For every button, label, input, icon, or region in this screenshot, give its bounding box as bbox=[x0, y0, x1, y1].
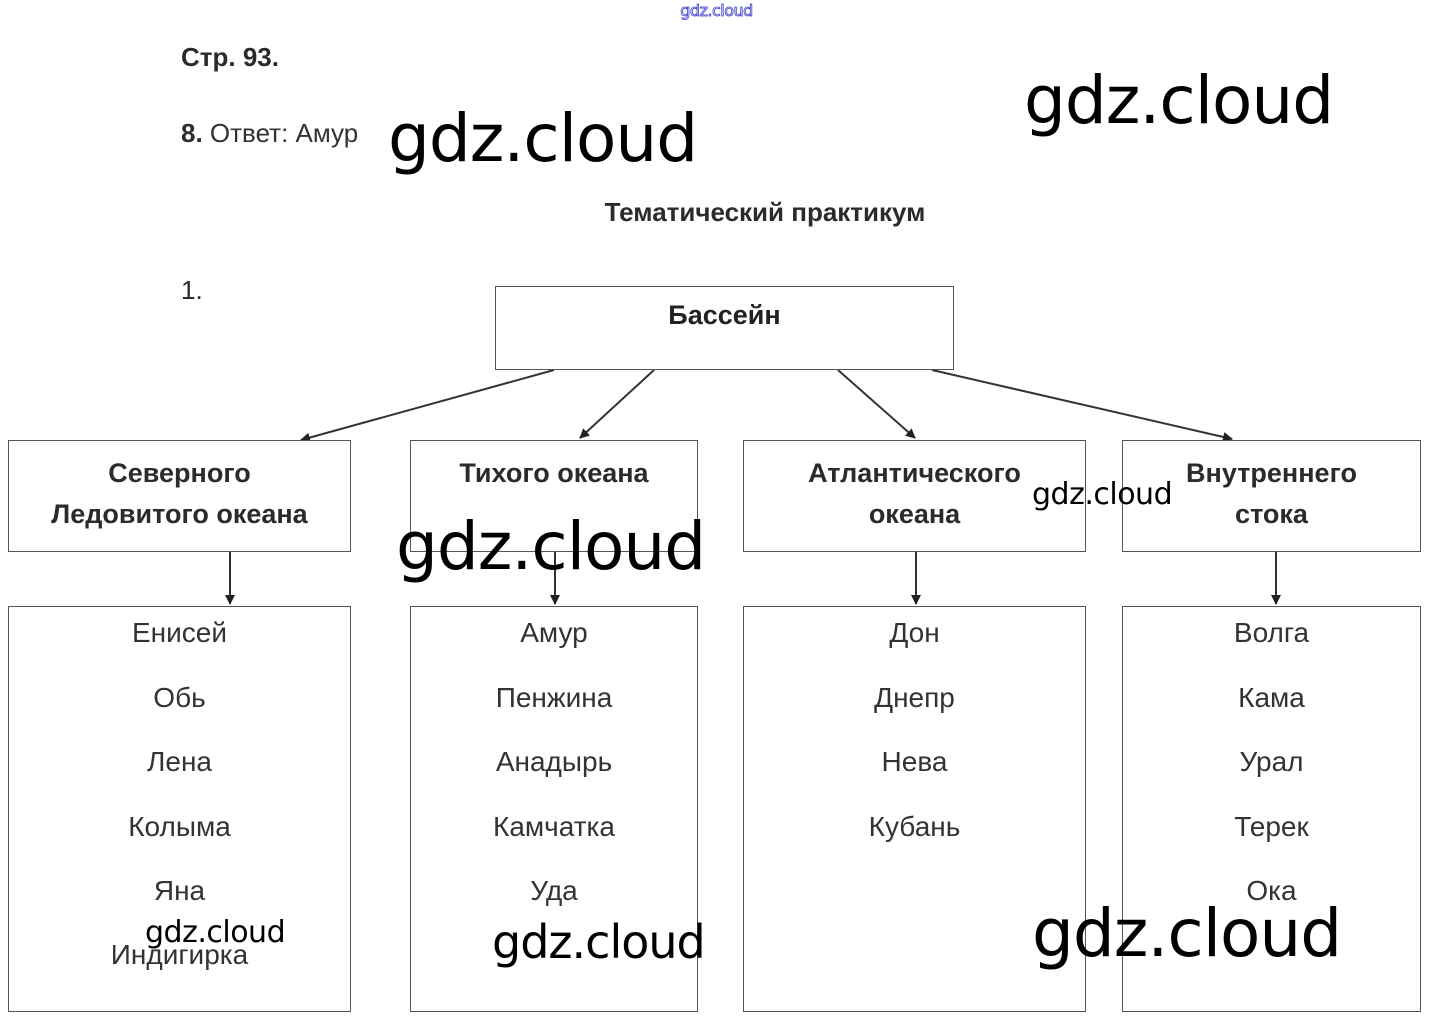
river-list-internal: Волга Кама Урал Терек Ока bbox=[1122, 606, 1421, 1012]
river-item: Обь bbox=[153, 681, 206, 713]
river-item: Амур bbox=[520, 617, 588, 648]
river-item: Индигирка bbox=[110, 939, 249, 971]
river-item: Яна bbox=[153, 875, 206, 907]
arrow-root-to-internal bbox=[931, 369, 1233, 442]
category-title-line1: Атлантического bbox=[808, 458, 1021, 488]
arrow-root-to-atlantic bbox=[837, 369, 916, 439]
river-item: Анадырь bbox=[495, 746, 613, 778]
root-node: Бассейн bbox=[495, 286, 954, 370]
watermark: gdz.cloud bbox=[492, 915, 706, 969]
category-internal: Внутреннего стока bbox=[1122, 440, 1421, 552]
category-title-line1: Тихого океана bbox=[459, 458, 649, 488]
river-item: Уда bbox=[530, 875, 578, 907]
category-title-line2: Ледовитого океана bbox=[51, 499, 308, 529]
watermark: gdz.cloud bbox=[1032, 895, 1342, 972]
arrow-root-to-pacific bbox=[579, 369, 655, 439]
river-item: Камчатка bbox=[493, 810, 615, 842]
river-item: Волга bbox=[1233, 617, 1310, 648]
river-item: Нева bbox=[881, 746, 948, 778]
category-title-line1: Северного bbox=[108, 458, 251, 488]
root-label: Бассейн bbox=[668, 300, 781, 330]
section-title: Тематический практикум bbox=[604, 197, 926, 227]
site-banner[interactable]: gdz.cloud bbox=[680, 1, 754, 21]
river-item: Колыма bbox=[128, 810, 231, 842]
page-reference: Стр. 93. bbox=[181, 42, 279, 72]
category-arctic: Северного Ледовитого океана bbox=[8, 440, 351, 552]
river-list-atlantic: Дон Днепр Нева Кубань bbox=[743, 606, 1086, 1012]
task-number: 1. bbox=[181, 275, 203, 305]
river-item: Кубань bbox=[868, 810, 961, 842]
watermark: gdz.cloud bbox=[1024, 62, 1334, 139]
river-item: Днепр bbox=[874, 681, 955, 713]
river-item: Дон bbox=[889, 617, 940, 648]
category-title-line2: стока bbox=[1235, 499, 1308, 529]
river-item: Ока bbox=[1246, 875, 1297, 907]
arrow-root-to-arctic bbox=[300, 369, 555, 443]
watermark: gdz.cloud bbox=[396, 508, 706, 585]
watermark: gdz.cloud bbox=[388, 100, 698, 177]
category-atlantic: Атлантического океана bbox=[743, 440, 1086, 552]
river-item: Урал bbox=[1239, 746, 1304, 778]
river-item: Терек bbox=[1234, 810, 1309, 842]
river-list-arctic: Енисей Обь Лена Колыма Яна Индигирка bbox=[8, 606, 351, 1012]
category-title-line2: океана bbox=[868, 499, 961, 529]
river-list-pacific: Амур Пенжина Анадырь Камчатка Уда bbox=[410, 606, 698, 1012]
river-item: Кама bbox=[1238, 681, 1305, 713]
category-title-line1: Внутреннего bbox=[1186, 458, 1357, 488]
river-item: Пенжина bbox=[495, 681, 613, 713]
watermark: gdz.cloud bbox=[1032, 477, 1173, 512]
answer-text: Ответ: Амур bbox=[209, 118, 359, 148]
answer-line: 8. Ответ: Амур bbox=[181, 118, 358, 149]
watermark: gdz.cloud bbox=[145, 915, 286, 950]
river-item: Лена bbox=[147, 746, 212, 778]
answer-number: 8. bbox=[181, 118, 203, 148]
river-item: Енисей bbox=[132, 617, 227, 648]
